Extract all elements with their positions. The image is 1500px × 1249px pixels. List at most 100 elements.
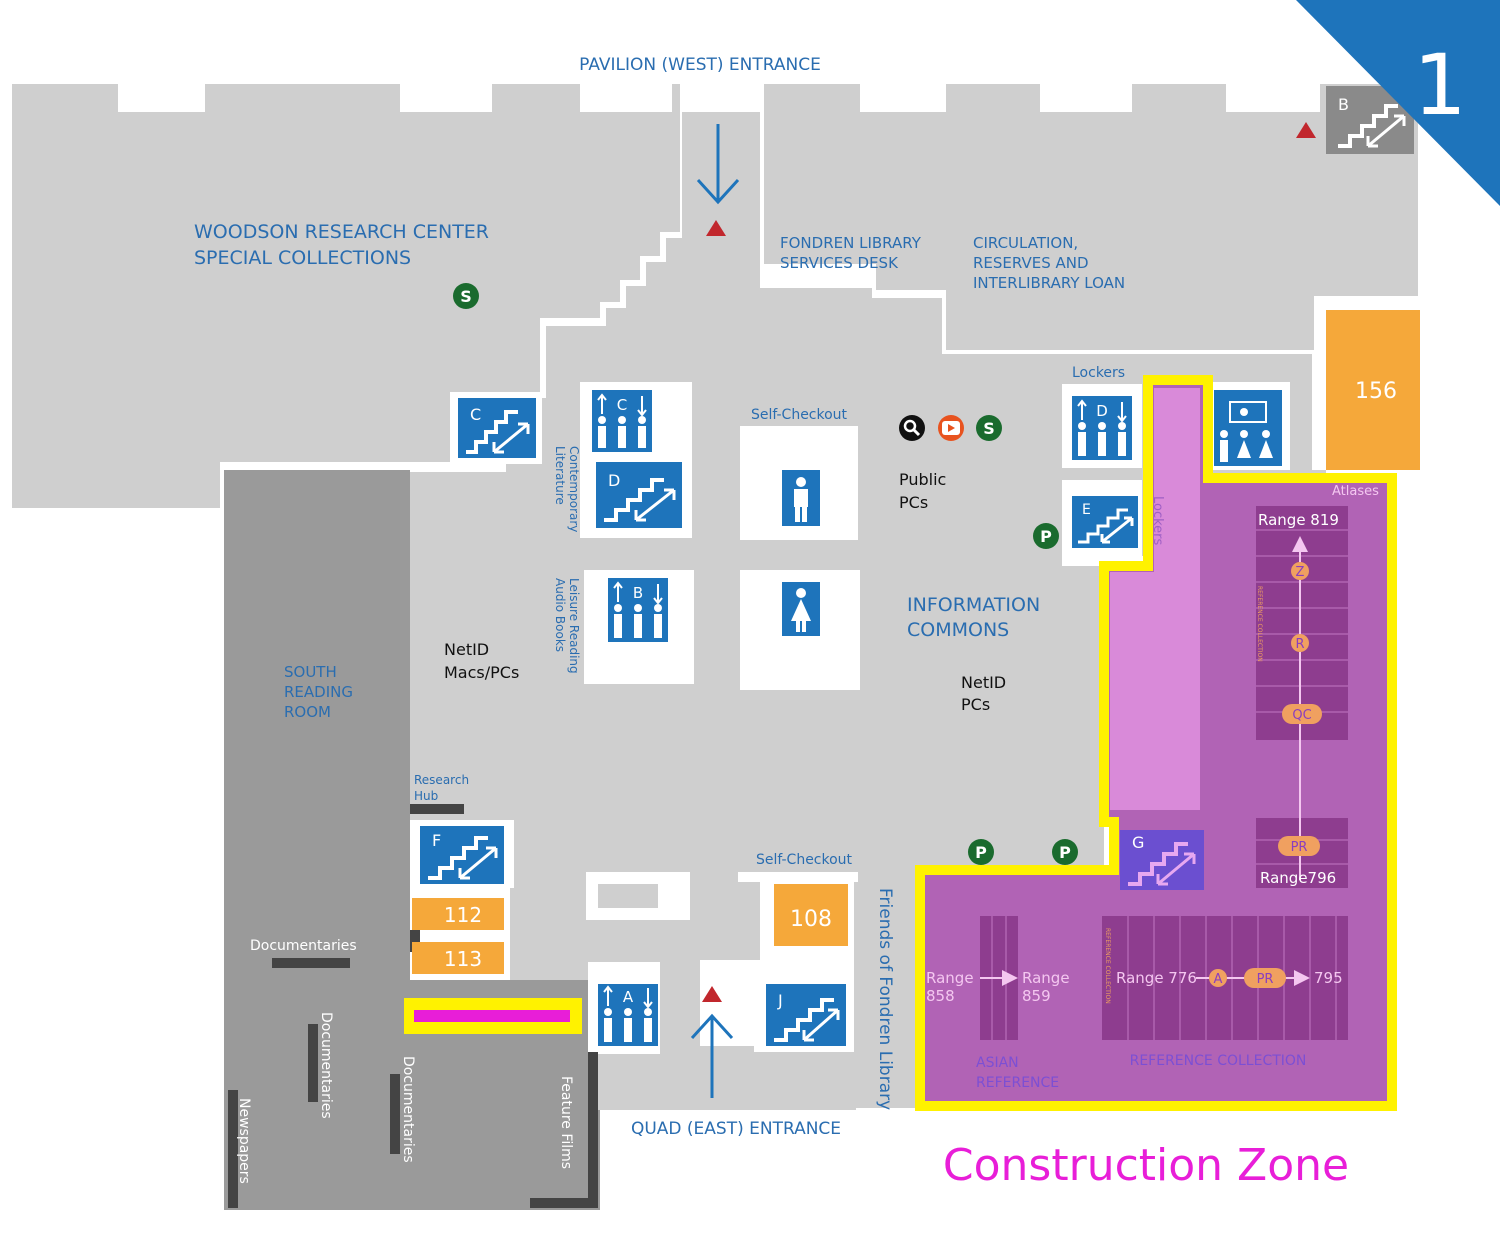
shelf-documentaries-1 — [272, 958, 350, 968]
range-819-label: Range 819 — [1258, 511, 1339, 529]
newspapers-label: Newspapers — [236, 1098, 252, 1184]
call-letter-z: Z — [1296, 565, 1305, 580]
entrance-corridor-floor — [598, 1046, 856, 1110]
documentaries-label-3: Documentaries — [400, 1056, 416, 1163]
mens-restroom[interactable] — [782, 470, 820, 526]
stair-f-letter: F — [432, 831, 441, 850]
research-hub-line2: Hub — [414, 789, 438, 803]
man-icon — [794, 477, 808, 522]
range-776-label: Range 776 — [1116, 969, 1197, 987]
stair-b-letter: B — [1338, 95, 1349, 114]
call-letter-qc: QC — [1292, 708, 1311, 723]
arrow-down-icon — [696, 124, 740, 205]
alert-triangle-icon — [706, 220, 726, 236]
printer-letter: P — [1059, 843, 1071, 862]
range-858-line1: Range — [926, 969, 974, 987]
stair-e[interactable]: E — [1072, 496, 1138, 548]
family-restroom[interactable] — [1214, 390, 1282, 466]
elevator-a-letter: A — [623, 988, 634, 1006]
call-letter-r: R — [1295, 637, 1304, 652]
construction-zone-label: Construction Zone — [943, 1140, 1349, 1191]
stairs-icon — [774, 998, 834, 1042]
research-hub-line1: Research — [414, 773, 469, 787]
asian-ref-line2: REFERENCE — [976, 1075, 1059, 1091]
scanner-marker[interactable]: S — [453, 283, 479, 309]
printer-marker-e[interactable]: P — [1033, 523, 1059, 549]
room-113-label: 113 — [444, 947, 482, 971]
documentaries-label-1: Documentaries — [250, 938, 357, 954]
west-entrance-label[interactable]: PAVILION (WEST) ENTRANCE — [579, 55, 821, 75]
documentaries-label-2: Documentaries — [318, 1012, 334, 1119]
room-108[interactable] — [774, 884, 848, 946]
floor-badge: 1 — [1296, 0, 1500, 206]
video-marker[interactable] — [938, 415, 964, 441]
stairs-icon — [1338, 104, 1398, 148]
search-marker[interactable] — [899, 415, 925, 441]
room-112-label: 112 — [444, 903, 482, 927]
east-entrance-label[interactable]: QUAD (EAST) ENTRANCE — [631, 1119, 841, 1139]
stair-j[interactable]: J — [766, 984, 846, 1046]
circulation-wing-floor — [764, 84, 1418, 350]
construction-barrier-inner — [414, 1010, 570, 1022]
stairs-icon — [466, 410, 518, 454]
restrooms — [782, 390, 1282, 636]
shelf-documentaries-3 — [390, 1074, 400, 1154]
stair-f[interactable]: F — [420, 826, 504, 884]
room-156[interactable] — [1326, 310, 1420, 470]
map-labels: PAVILION (WEST) ENTRANCE QUAD (EAST) ENT… — [194, 55, 1379, 1191]
self-checkout-top-label: Self-Checkout — [751, 407, 848, 423]
people-icon — [1220, 430, 1273, 462]
people-icon — [1078, 422, 1126, 456]
feature-films-label: Feature Films — [558, 1076, 574, 1169]
service-markers: S S P P P — [453, 283, 1078, 865]
information-commons-floor — [408, 112, 1326, 1108]
scanner-letter: S — [460, 287, 472, 306]
elevator-a[interactable]: A — [598, 984, 658, 1046]
two-way-arrow-icon — [802, 1008, 840, 1042]
stairs: B C D E F G — [420, 86, 1414, 1046]
shelving — [228, 804, 598, 1208]
elevator-b[interactable]: B — [608, 578, 668, 642]
circulation-line3: INTERLIBRARY LOAN — [973, 274, 1125, 292]
two-way-arrow-icon — [1100, 516, 1134, 544]
stair-c[interactable]: C — [458, 398, 536, 458]
scanner-letter: S — [983, 419, 995, 438]
elevator-c[interactable]: C — [592, 390, 652, 452]
stairs-icon — [428, 836, 488, 880]
two-way-arrow-icon — [1366, 114, 1406, 148]
woodson-wing-floor — [12, 84, 680, 508]
shelf-feature-films-base — [530, 1198, 598, 1208]
contemporary-lit-line1: Contemporary — [567, 446, 581, 532]
ref-collection-vertical-2: REFERENCE COLLECTION — [1104, 928, 1111, 1004]
alert-triangle-icon — [1296, 122, 1316, 138]
range-859-line1: Range — [1022, 969, 1070, 987]
printer-marker-1[interactable]: P — [968, 839, 994, 865]
up-down-arrow-icon — [597, 393, 647, 417]
elevator-d[interactable]: D — [1072, 396, 1132, 460]
stair-d[interactable]: D — [596, 462, 682, 528]
floor-number: 1 — [1413, 36, 1466, 134]
reference-collection-label: REFERENCE COLLECTION — [1130, 1053, 1307, 1069]
printer-marker-2[interactable]: P — [1052, 839, 1078, 865]
public-pcs-line2: PCs — [899, 493, 928, 512]
range-858-line2: 858 — [926, 987, 955, 1005]
up-down-arrow-icon — [603, 985, 653, 1009]
shelf-documentaries-2 — [308, 1024, 318, 1102]
call-letter-pr-top: PR — [1291, 840, 1308, 855]
stair-g[interactable]: G — [1128, 833, 1196, 886]
scanner-marker-commons[interactable]: S — [976, 415, 1002, 441]
stair-g-letter: G — [1132, 833, 1144, 852]
elevator-d-letter: D — [1096, 402, 1108, 420]
two-way-arrow-icon — [1156, 852, 1196, 886]
friends-corridor-floor — [858, 880, 914, 1108]
woodson-label-line2: SPECIAL COLLECTIONS — [194, 247, 411, 269]
shelf-newspapers — [228, 1090, 238, 1208]
self-checkout-bottom-block — [738, 872, 858, 882]
room-113[interactable] — [412, 942, 504, 974]
stairs-icon — [1128, 842, 1188, 886]
womens-restroom[interactable] — [782, 582, 820, 636]
room-112[interactable] — [412, 898, 504, 930]
research-hub-desk — [410, 804, 464, 814]
range-796-label: Range796 — [1260, 869, 1336, 887]
